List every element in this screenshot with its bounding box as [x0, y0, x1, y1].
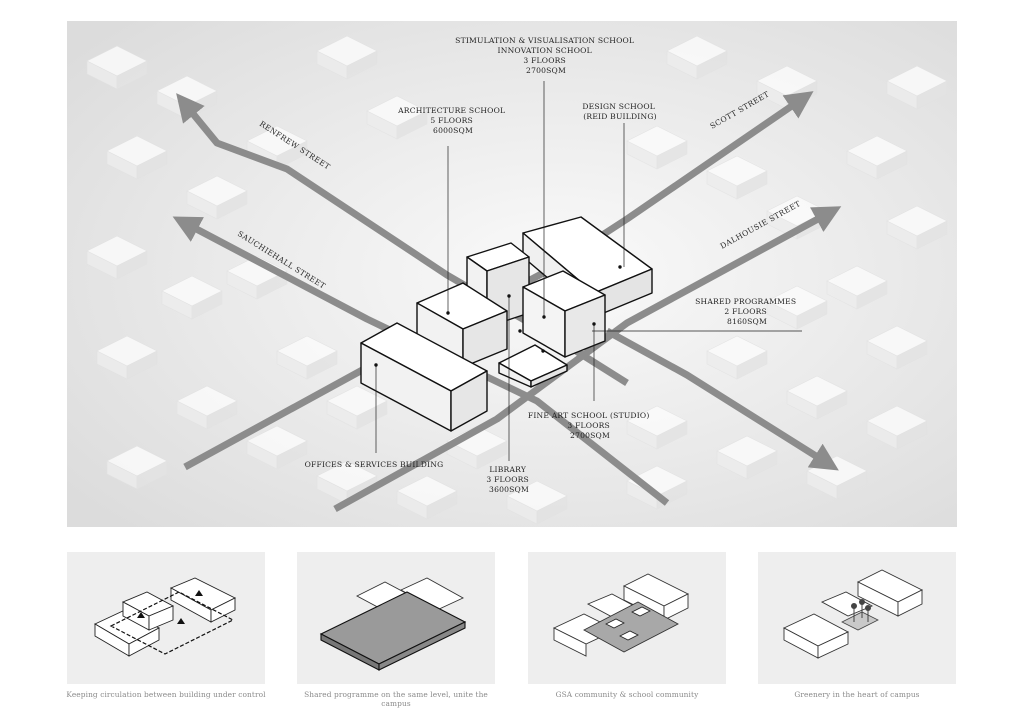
street-arrow-east: [605, 327, 839, 471]
main-site-diagram: RENFREW STREET SAUCHIEHALL STREET SCOTT …: [67, 21, 957, 527]
library-volume: [498, 344, 568, 388]
fine-art-school-volume: [522, 270, 606, 358]
leader-lines: [375, 81, 802, 461]
tree-icons: [851, 599, 871, 622]
campus-buildings: [360, 216, 653, 432]
offices-services-label: OFFICES & SERVICES BUILDING: [305, 460, 444, 469]
caption-community: GSA community & school community: [555, 690, 699, 699]
architecture-school-label: ARCHITECTURE SCHOOL 5 FLOORS 6000SQM: [397, 106, 508, 135]
offices-services-volume: [360, 322, 488, 432]
leader-dots: [374, 265, 622, 367]
thumbnail-shared-programme: [297, 552, 495, 684]
design-school-label: DESIGN SCHOOL (REID BUILDING): [582, 102, 657, 121]
stimulation-school-label: STIMULATION & VISUALISATION SCHOOL INNOV…: [455, 36, 637, 75]
fine-art-school-label: FINE ART SCHOOL (STUDIO) 3 FLOORS 2700SQ…: [528, 411, 652, 440]
caption-circulation: Keeping circulation between building und…: [66, 690, 266, 699]
shared-programmes-label: SHARED PROGRAMMES 2 FLOORS 8160SQM: [695, 297, 799, 326]
thumbnail-community: [528, 552, 726, 684]
caption-shared-programme: Shared programme on the same level, unit…: [304, 690, 488, 708]
library-label: LIBRARY 3 FLOORS 3600SQM: [486, 465, 531, 494]
thumbnail-circulation: [67, 552, 265, 684]
caption-greenery: Greenery in the heart of campus: [794, 690, 920, 699]
thumbnail-greenery: [758, 552, 956, 684]
architecture-school-volume: [416, 282, 508, 368]
